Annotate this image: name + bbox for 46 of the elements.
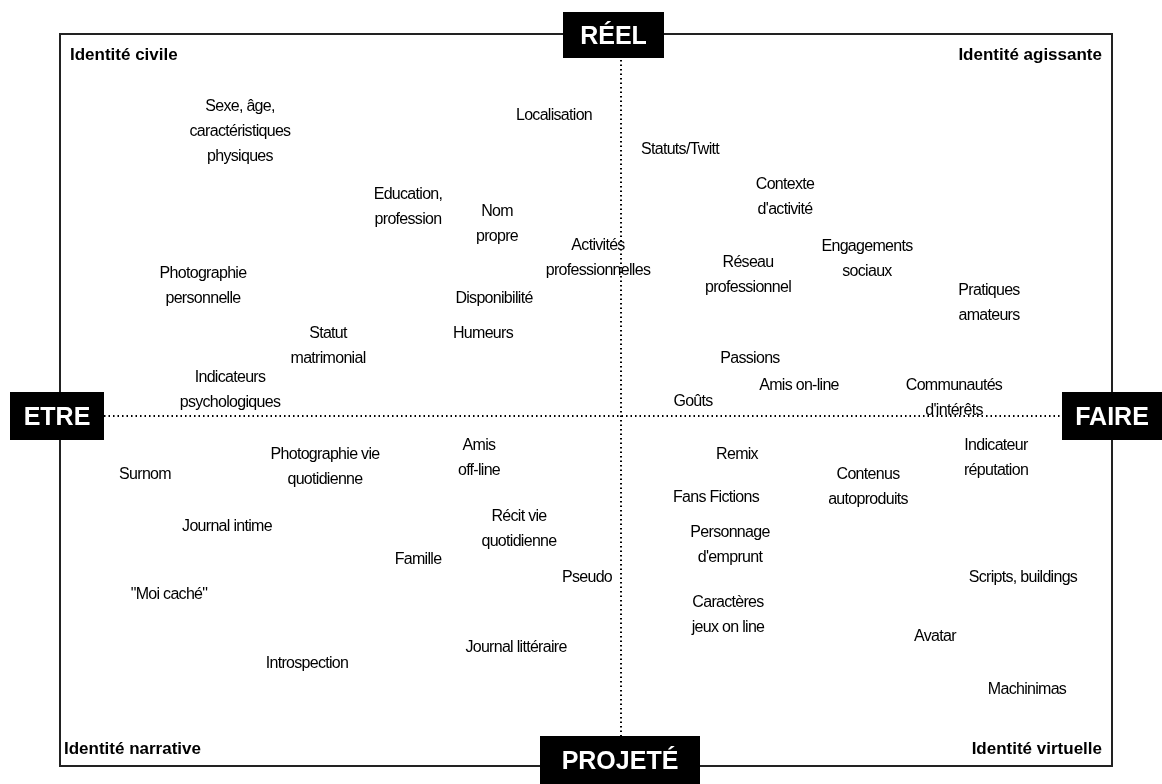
identity-item: Famille <box>394 549 442 569</box>
identity-item: Machinimas <box>987 679 1067 699</box>
identity-item: Journal littéraire <box>465 637 567 657</box>
identity-item: Scripts, buildings <box>968 567 1078 587</box>
quadrant-title: Identité narrative <box>64 738 201 760</box>
identity-item: Fans Fictions <box>673 487 759 507</box>
identity-item: Remix <box>716 444 758 464</box>
quadrant-title: Identité civile <box>70 44 178 66</box>
identity-item: Avatar <box>914 626 956 646</box>
identity-item: Pseudo <box>561 567 613 587</box>
identity-item: Education, profession <box>373 184 443 229</box>
identity-item: Indicateurs psychologiques <box>179 367 281 412</box>
identity-item: Engagements sociaux <box>821 236 913 281</box>
identity-item: Contenus autoproduits <box>828 464 908 509</box>
quadrant-title: Identité agissante <box>958 44 1102 66</box>
axis-pole-label: ETRE <box>10 392 104 440</box>
identity-item: Journal intime <box>182 516 272 536</box>
identity-item: Statuts/Twitt <box>641 139 719 159</box>
identity-item: Pratiques amateurs <box>958 280 1020 325</box>
identity-item: Surnom <box>119 464 171 484</box>
identity-item: Récit vie quotidienne <box>481 506 557 551</box>
axis-pole-label: FAIRE <box>1062 392 1162 440</box>
identity-item: Amis on-line <box>759 375 839 395</box>
identity-item: Contexte d'activité <box>755 174 815 219</box>
identity-item: Statut matrimonial <box>290 323 366 368</box>
identity-item: Disponibilité <box>455 288 533 308</box>
identity-item: Réseau professionnel <box>704 252 792 297</box>
identity-item: "Moi caché" <box>130 584 208 604</box>
identity-item: Personnage d'emprunt <box>690 522 770 567</box>
identity-item: Goûts <box>673 391 713 411</box>
identity-item: Passions <box>720 348 780 368</box>
identity-item: Photographie vie quotidienne <box>270 444 380 489</box>
identity-item: Communautés d'intérêts <box>905 375 1003 420</box>
identity-item: Localisation <box>515 105 593 125</box>
identity-item: Photographie personnelle <box>159 263 247 308</box>
identity-item: Caractères jeux on line <box>691 592 765 637</box>
quadrant-title: Identité virtuelle <box>971 738 1102 760</box>
identity-item: Activités professionnelles <box>545 235 651 280</box>
axis-pole-label: RÉEL <box>563 12 664 58</box>
identity-item: Humeurs <box>453 323 513 343</box>
identity-item: Introspection <box>265 653 349 673</box>
identity-item: Amis off-line <box>457 435 501 480</box>
identity-item: Sexe, âge, caractéristiques physiques <box>189 96 291 166</box>
identity-item: Indicateur réputation <box>963 435 1029 480</box>
identity-item: Nom propre <box>475 201 519 246</box>
axis-pole-label: PROJETÉ <box>540 736 700 784</box>
